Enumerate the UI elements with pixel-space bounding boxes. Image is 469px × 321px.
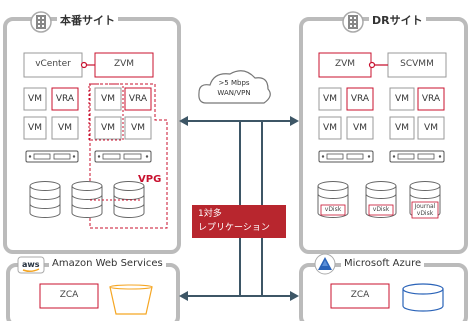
arrowheads [179, 116, 299, 301]
zca-box-aws [39, 283, 99, 309]
vm-label: VM [101, 94, 115, 104]
replication-arrows [186, 120, 292, 297]
database-icon [71, 181, 103, 218]
azure-logo-icon [314, 253, 336, 275]
scvmm-label: SCVMM [400, 59, 434, 69]
vm-label: VM [395, 123, 409, 133]
zca-label-aws: ZCA [59, 290, 79, 300]
vm-label: VM [424, 123, 438, 133]
vm-label: VM [28, 123, 42, 133]
azure-title: Microsoft Azure [341, 259, 425, 269]
database-icon [29, 181, 61, 218]
replication-line2: レプリケーション [198, 223, 270, 233]
bucket-icon [109, 286, 153, 315]
vm-label: VM [395, 94, 409, 104]
vm-grid-dr [318, 87, 445, 140]
vra-label: VRA [55, 94, 75, 104]
journal-label: Journal [414, 203, 436, 210]
vdisk-label: vDisk [324, 206, 342, 213]
server-icon [318, 150, 374, 163]
server-icon [94, 150, 152, 163]
database-icon [113, 181, 145, 218]
vm-label: VM [101, 123, 115, 133]
zvm-box-dr [318, 52, 372, 78]
connector-dot [80, 61, 88, 69]
replication-line1: 1対多 [198, 209, 222, 219]
zvm-label-primary: ZVM [113, 59, 135, 69]
aws-title: Amazon Web Services [49, 259, 166, 269]
vm-label: VM [58, 123, 72, 133]
vdisk-label: vDisk [372, 206, 390, 213]
journal-vdisk-label: vDisk [416, 210, 434, 217]
cloud-bandwidth: >5 Mbps [218, 79, 250, 87]
server-icon [25, 150, 79, 163]
vcenter-label: vCenter [35, 59, 71, 69]
vpg-group [89, 83, 168, 229]
connector-dot [368, 61, 376, 69]
cloud-icon [198, 70, 271, 104]
primary-site-title: 本番サイト [57, 15, 118, 26]
vm-label: VM [323, 123, 337, 133]
vra-label: VRA [350, 94, 370, 104]
vra-label: VRA [421, 94, 441, 104]
server-icon [389, 150, 445, 163]
vcenter-box [23, 52, 83, 78]
vpg-label: VPG [138, 174, 162, 185]
building-icon [342, 11, 364, 33]
zca-label-azure: ZCA [350, 290, 370, 300]
aws-logo-icon [17, 256, 45, 274]
zvm-label-dr: ZVM [334, 59, 356, 69]
vm-label: VM [353, 123, 367, 133]
cloud-network: WAN/VPN [217, 89, 251, 97]
replication-box [192, 205, 286, 238]
vra-label: VRA [128, 94, 148, 104]
aws-logo-text: aws [22, 260, 40, 269]
storage-icon [402, 283, 444, 312]
vm-label: VM [323, 94, 337, 104]
vm-label: VM [28, 94, 42, 104]
vm-label: VM [131, 123, 145, 133]
vm-grid-primary [23, 87, 152, 140]
dr-site-title: DRサイト [369, 15, 426, 26]
building-icon [30, 11, 52, 33]
zca-box-azure [330, 283, 390, 309]
